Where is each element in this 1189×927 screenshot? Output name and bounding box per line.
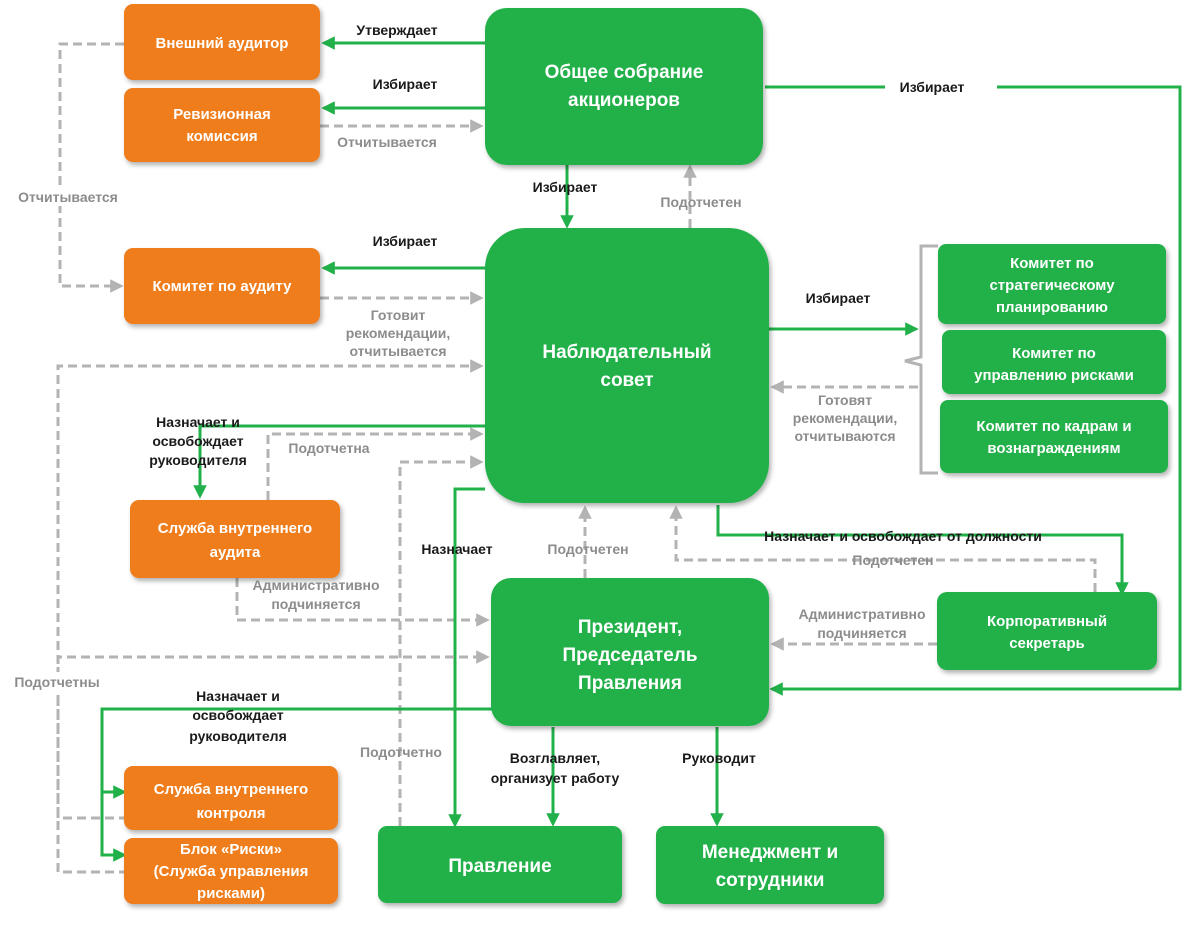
label-audit-committee-recs-3: отчитывается <box>349 343 446 359</box>
label-admin-subordinate-audit-2: подчиняется <box>271 596 360 612</box>
label-committees-recs-2: рекомендации, <box>793 410 898 426</box>
label-appoints-audit-head-1: Назначает и <box>156 414 240 430</box>
label-committees-recs-3: отчитываются <box>794 428 895 444</box>
strategy-committee-label-1: Комитет по <box>1010 255 1094 272</box>
label-elects-committees: Избирает <box>806 290 871 306</box>
label-admin-subordinate-audit-1: Административно <box>252 577 379 593</box>
label-approves: Утверждает <box>356 22 437 38</box>
label-heads-board-2: организует работу <box>491 770 620 786</box>
risk-block-label-1: Блок «Риски» <box>180 841 282 858</box>
label-admin-subordinate-secretary-1: Административно <box>798 606 925 622</box>
corp-secretary-label-1: Корпоративный <box>987 613 1107 630</box>
arrow-appoints-control-head <box>100 707 492 799</box>
staff-label-1: Менеджмент и <box>702 842 838 863</box>
label-reports-left: Отчитывается <box>18 189 118 205</box>
hr-committee-label-2: вознаграждениям <box>987 440 1120 457</box>
boxes <box>124 4 1168 904</box>
internal-audit-label-2: аудита <box>210 544 261 561</box>
label-accountable-neutral: Подотчетно <box>360 744 442 760</box>
risk-block-label-2: (Служба управления <box>154 863 309 880</box>
staff-label-2: сотрудники <box>716 870 825 891</box>
president-box <box>491 578 769 726</box>
risk-committee-label-1: Комитет по <box>1012 345 1096 362</box>
hr-committee-box <box>940 400 1168 473</box>
strategy-committee-label-3: планированию <box>996 299 1108 316</box>
label-elects-commission: Избирает <box>373 76 438 92</box>
strategy-committee-label-2: стратегическому <box>989 277 1115 294</box>
label-appoints-control-head-1: Назначает и <box>196 688 280 704</box>
label-elects-audit-committee: Избирает <box>373 233 438 249</box>
label-accountable-board: Подотчетен <box>660 194 741 210</box>
arrow-audit-accountable <box>266 427 484 500</box>
label-heads-board-1: Возглавляет, <box>510 750 600 766</box>
president-label-3: Правления <box>578 673 682 694</box>
box-texts: Внешний аудитор Ревизионная комиссия Общ… <box>153 35 1134 902</box>
board-label-1: Наблюдательный <box>542 342 711 363</box>
edge-labels: Утверждает Избирает Отчитывается Отчитыв… <box>8 22 1042 786</box>
arrow-appoints-audit-head <box>193 424 485 499</box>
strategy-committee-box <box>938 244 1166 324</box>
management-board-label: Правление <box>448 856 551 877</box>
risk-block-label-3: рисками) <box>197 885 265 902</box>
arrow-control-to-board <box>56 359 484 820</box>
arrow-risk-to-president <box>56 650 490 874</box>
audit-committee-label: Комитет по аудиту <box>153 278 293 295</box>
label-manages: Руководит <box>682 750 756 766</box>
shareholders-box <box>485 8 763 165</box>
staff-box <box>656 826 884 904</box>
label-appoints-board: Назначает <box>421 541 492 557</box>
label-appoints-audit-head-2: освобождает <box>152 433 243 449</box>
audit-committee-box <box>124 248 320 324</box>
label-accountable-secretary: Подотчетен <box>852 552 933 568</box>
ext-auditor-label: Внешний аудитор <box>156 35 289 52</box>
president-label-1: Президент, <box>578 617 682 638</box>
label-accountable-plural: Подотчетны <box>14 674 99 690</box>
label-appoints-audit-head-3: руководителя <box>149 452 247 468</box>
label-reports-commission: Отчитывается <box>337 134 437 150</box>
risk-committee-box <box>942 330 1166 394</box>
label-audit-committee-recs-2: рекомендации, <box>346 325 451 341</box>
internal-control-label-2: контроля <box>196 805 265 822</box>
arrow-appoints-risk-head <box>100 792 127 862</box>
president-label-2: Председатель <box>562 645 697 666</box>
label-elects-board: Избирает <box>533 179 598 195</box>
connectors <box>56 36 1182 874</box>
arrow-appoints-board <box>448 487 485 828</box>
audit-commission-label-2: комиссия <box>186 128 257 145</box>
corp-secretary-label-2: секретарь <box>1009 635 1085 652</box>
internal-audit-label-1: Служба внутреннего <box>158 520 312 537</box>
board-box <box>485 228 769 503</box>
label-accountable-president: Подотчетен <box>547 541 628 557</box>
audit-commission-label-1: Ревизионная <box>173 106 270 123</box>
risk-committee-label-2: управлению рисками <box>974 367 1134 384</box>
internal-control-box <box>124 766 338 830</box>
label-committees-recs-1: Готовят <box>818 392 872 408</box>
arrow-management-accountable <box>398 455 484 826</box>
label-audit-committee-recs-1: Готовит <box>371 307 426 323</box>
ext-auditor-box <box>124 4 320 80</box>
risk-block-box <box>124 838 338 904</box>
audit-commission-box <box>124 88 320 162</box>
board-label-2: совет <box>600 370 653 391</box>
corp-secretary-box <box>937 592 1157 670</box>
label-admin-subordinate-secretary-2: подчиняется <box>817 625 906 641</box>
label-appoints-control-head-3: руководителя <box>189 728 287 744</box>
internal-control-label-1: Служба внутреннего <box>154 781 308 798</box>
label-accountable-audit: Подотчетна <box>288 440 369 456</box>
internal-audit-box <box>130 500 340 578</box>
arrow-secretary-accountable <box>669 505 1097 592</box>
arrow-auditor-reports <box>58 42 124 293</box>
label-elects-president: Избирает <box>900 79 965 95</box>
shareholders-label-1: Общее собрание <box>545 62 704 83</box>
label-appoints-secretary: Назначает и освобождает от должности <box>764 528 1042 544</box>
label-appoints-control-head-2: освобождает <box>192 707 283 723</box>
management-board-box <box>378 826 622 903</box>
committees-bracket <box>904 244 938 475</box>
shareholders-label-2: акционеров <box>568 90 680 111</box>
arrow-appoints-secretary <box>716 505 1129 596</box>
hr-committee-label-1: Комитет по кадрам и <box>976 418 1131 435</box>
arrow-audit-admin <box>235 578 490 627</box>
